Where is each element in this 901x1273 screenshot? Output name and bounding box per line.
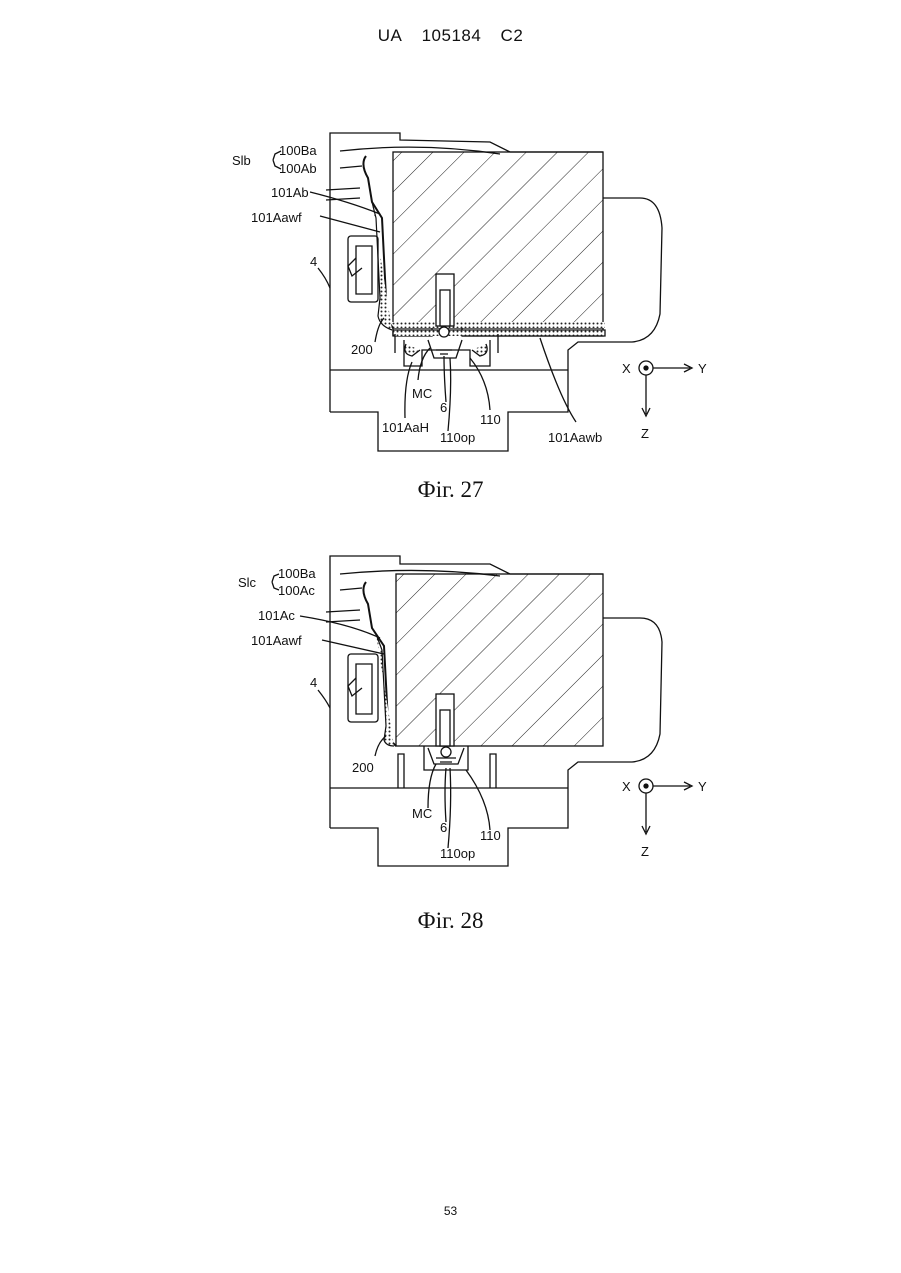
label-6: 6	[440, 400, 447, 415]
label-200: 200	[351, 342, 373, 357]
axis-y-label: Y	[698, 779, 707, 794]
label-mc: MC	[412, 806, 432, 821]
label-101aah: 101AaH	[382, 420, 429, 435]
label-110: 110	[480, 412, 501, 427]
label-200: 200	[352, 760, 374, 775]
label-4: 4	[310, 675, 317, 690]
label-100ab: 100Ab	[279, 161, 317, 176]
label-slc: Slc	[238, 575, 257, 590]
label-110op: 110op	[440, 846, 475, 861]
figure-27-caption: Фіг. 27	[0, 477, 901, 503]
figure-28-caption: Фіг. 28	[0, 908, 901, 934]
patent-number: 105184	[422, 26, 482, 45]
label-101aawf: 101Aawf	[251, 210, 302, 225]
document-header: UA 105184 C2	[0, 26, 901, 46]
figure-27-drawing: Slb 100Ba 100Ab 101Ab 101Aawf 4 200 MC 6…	[0, 118, 901, 463]
country-code: UA	[378, 26, 403, 45]
figure-27: Slb 100Ba 100Ab 101Ab 101Aawf 4 200 MC 6…	[0, 118, 901, 463]
axis-x-label: X	[622, 779, 631, 794]
figure-28: Slc 100Ba 100Ac 101Ac 101Aawf 4 200 MC 6…	[0, 542, 901, 872]
label-mc: MC	[412, 386, 432, 401]
label-100ba: 100Ba	[278, 566, 316, 581]
label-101ab: 101Ab	[271, 185, 309, 200]
page-number: 53	[0, 1204, 901, 1218]
label-110op: 110op	[440, 430, 475, 445]
kind-code: C2	[501, 26, 524, 45]
axis-z-label: Z	[641, 426, 649, 441]
label-6: 6	[440, 820, 447, 835]
label-100ac: 100Ac	[278, 583, 315, 598]
axis-x-label: X	[622, 361, 631, 376]
axis-z-label: Z	[641, 844, 649, 859]
label-110: 110	[480, 828, 501, 843]
label-slb: Slb	[232, 153, 251, 168]
figure-28-drawing: Slc 100Ba 100Ac 101Ac 101Aawf 4 200 MC 6…	[0, 542, 901, 872]
label-101ac: 101Ac	[258, 608, 295, 623]
label-100ba: 100Ba	[279, 143, 317, 158]
axis-y-label: Y	[698, 361, 707, 376]
label-101aawf: 101Aawf	[251, 633, 302, 648]
label-4: 4	[310, 254, 317, 269]
label-101aawb: 101Aawb	[548, 430, 602, 445]
